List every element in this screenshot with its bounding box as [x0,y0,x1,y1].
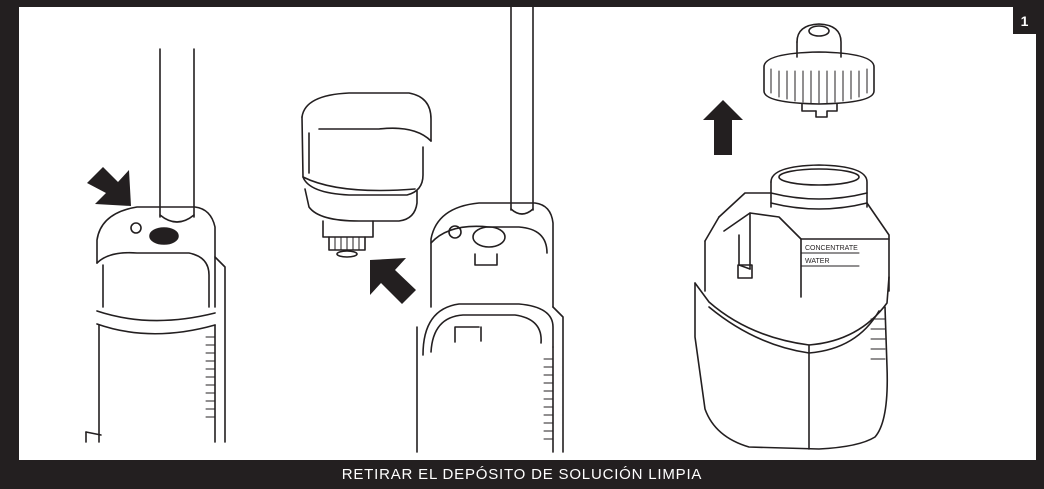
tank-label-concentrate: CONCENTRATE [805,245,858,252]
arrow-up-icon [703,100,743,155]
caption-text: RETIRAR EL DEPÓSITO DE SOLUCIÓN LIMPIA [341,466,703,483]
solution-tank [694,164,890,450]
arrow-down-right-icon [87,167,131,206]
cleaner-body-center [416,7,564,453]
frame-border-right [1036,0,1044,489]
removed-tank-center [301,92,432,258]
step-number-badge: 1 [1013,7,1036,34]
frame-border-left [0,0,19,489]
tank-cap [763,23,875,118]
cleaner-body-left [85,48,226,443]
illustration: CONCENTRATE WATER [85,7,890,453]
caption-bar: RETIRAR EL DEPÓSITO DE SOLUCIÓN LIMPIA [0,460,1044,489]
tank-label-water: WATER [805,258,830,265]
frame-border-top [0,0,1044,7]
arrow-up-left-icon [370,258,416,304]
